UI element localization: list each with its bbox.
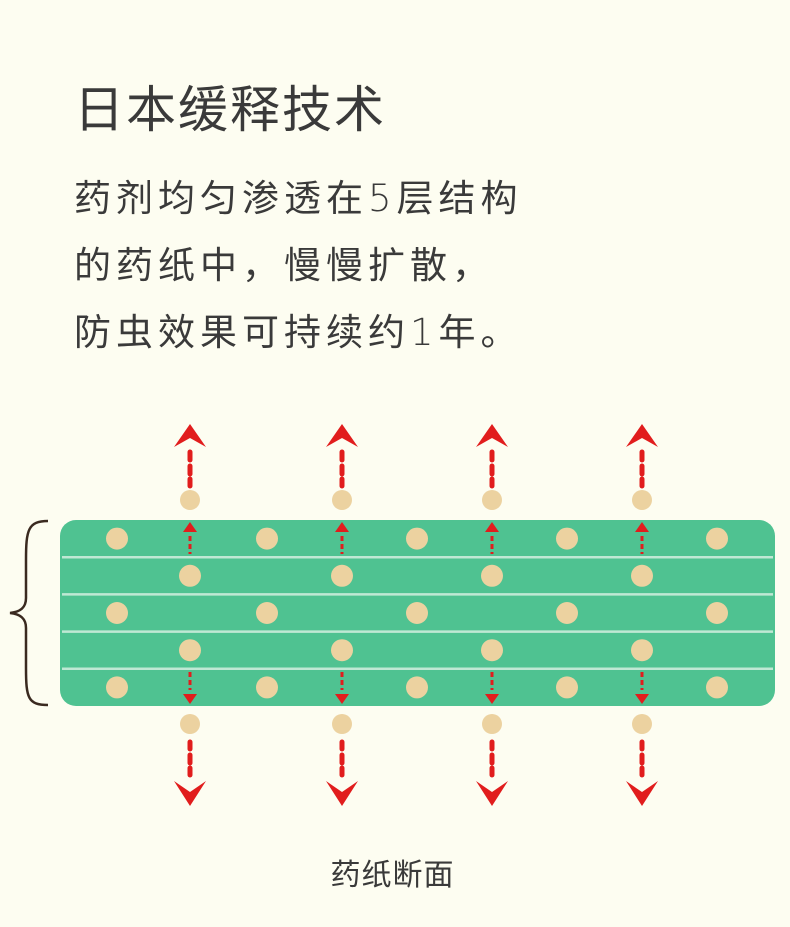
medicine-particle [256,527,278,550]
description-line: 药剂均匀渗透在5层结构 [74,177,523,220]
medicine-particle [179,639,201,662]
arrow-down-icon [476,781,508,806]
medicine-particle [706,676,728,699]
medicine-particle [556,527,578,550]
medicine-particle [556,602,578,624]
arrow-up-icon [335,522,349,532]
arrow-up-icon [485,522,499,532]
medicine-particle [632,714,652,734]
medicine-particle [631,564,653,587]
arrow-down-icon [635,694,649,704]
description-line: 防虫效果可持续约1年。 [74,311,523,354]
arrow-down-icon [485,694,499,704]
arrow-up-icon [476,424,508,447]
medicine-particle [256,676,278,699]
medicine-particle [631,639,653,662]
medicine-particle [482,714,502,734]
medicine-particle [482,490,502,510]
arrow-up-icon [626,424,658,447]
medicine-particle [706,527,728,550]
description: 药剂均匀渗透在5层结构 的药纸中，慢慢扩散， 防虫效果可持续约1年。 [74,165,523,366]
medicine-particle [406,602,428,624]
medicine-particle [179,564,201,587]
medicine-particle [556,676,578,699]
medicine-particle [481,564,503,587]
arrow-down-icon [183,694,197,704]
medicine-particle [481,639,503,662]
medicine-particle [256,602,278,624]
arrow-down-icon [335,694,349,704]
medicine-particle [332,490,352,510]
medicine-particle [406,676,428,699]
arrow-up-icon [183,522,197,532]
arrow-up-icon [174,424,206,447]
medicine-particle [331,564,353,587]
medicine-particle [706,602,728,624]
medicine-particle [331,639,353,662]
description-line: 的药纸中，慢慢扩散， [74,244,494,287]
medicine-particle [180,490,200,510]
diagram-caption: 药纸断面 [330,858,455,893]
arrow-up-icon [635,522,649,532]
arrow-down-icon [626,781,658,806]
medicine-particle [106,527,128,550]
medicine-particle [632,490,652,510]
arrow-down-icon [326,781,358,806]
layer-bracket [9,519,49,707]
arrow-up-icon [326,424,358,447]
medicine-particle [180,714,200,734]
medicine-particle [406,527,428,550]
medicine-particle [332,714,352,734]
arrow-down-icon [174,781,206,806]
medicine-particle [106,602,128,624]
medicine-particle [106,676,128,699]
page-title: 日本缓释技术 [74,81,386,139]
